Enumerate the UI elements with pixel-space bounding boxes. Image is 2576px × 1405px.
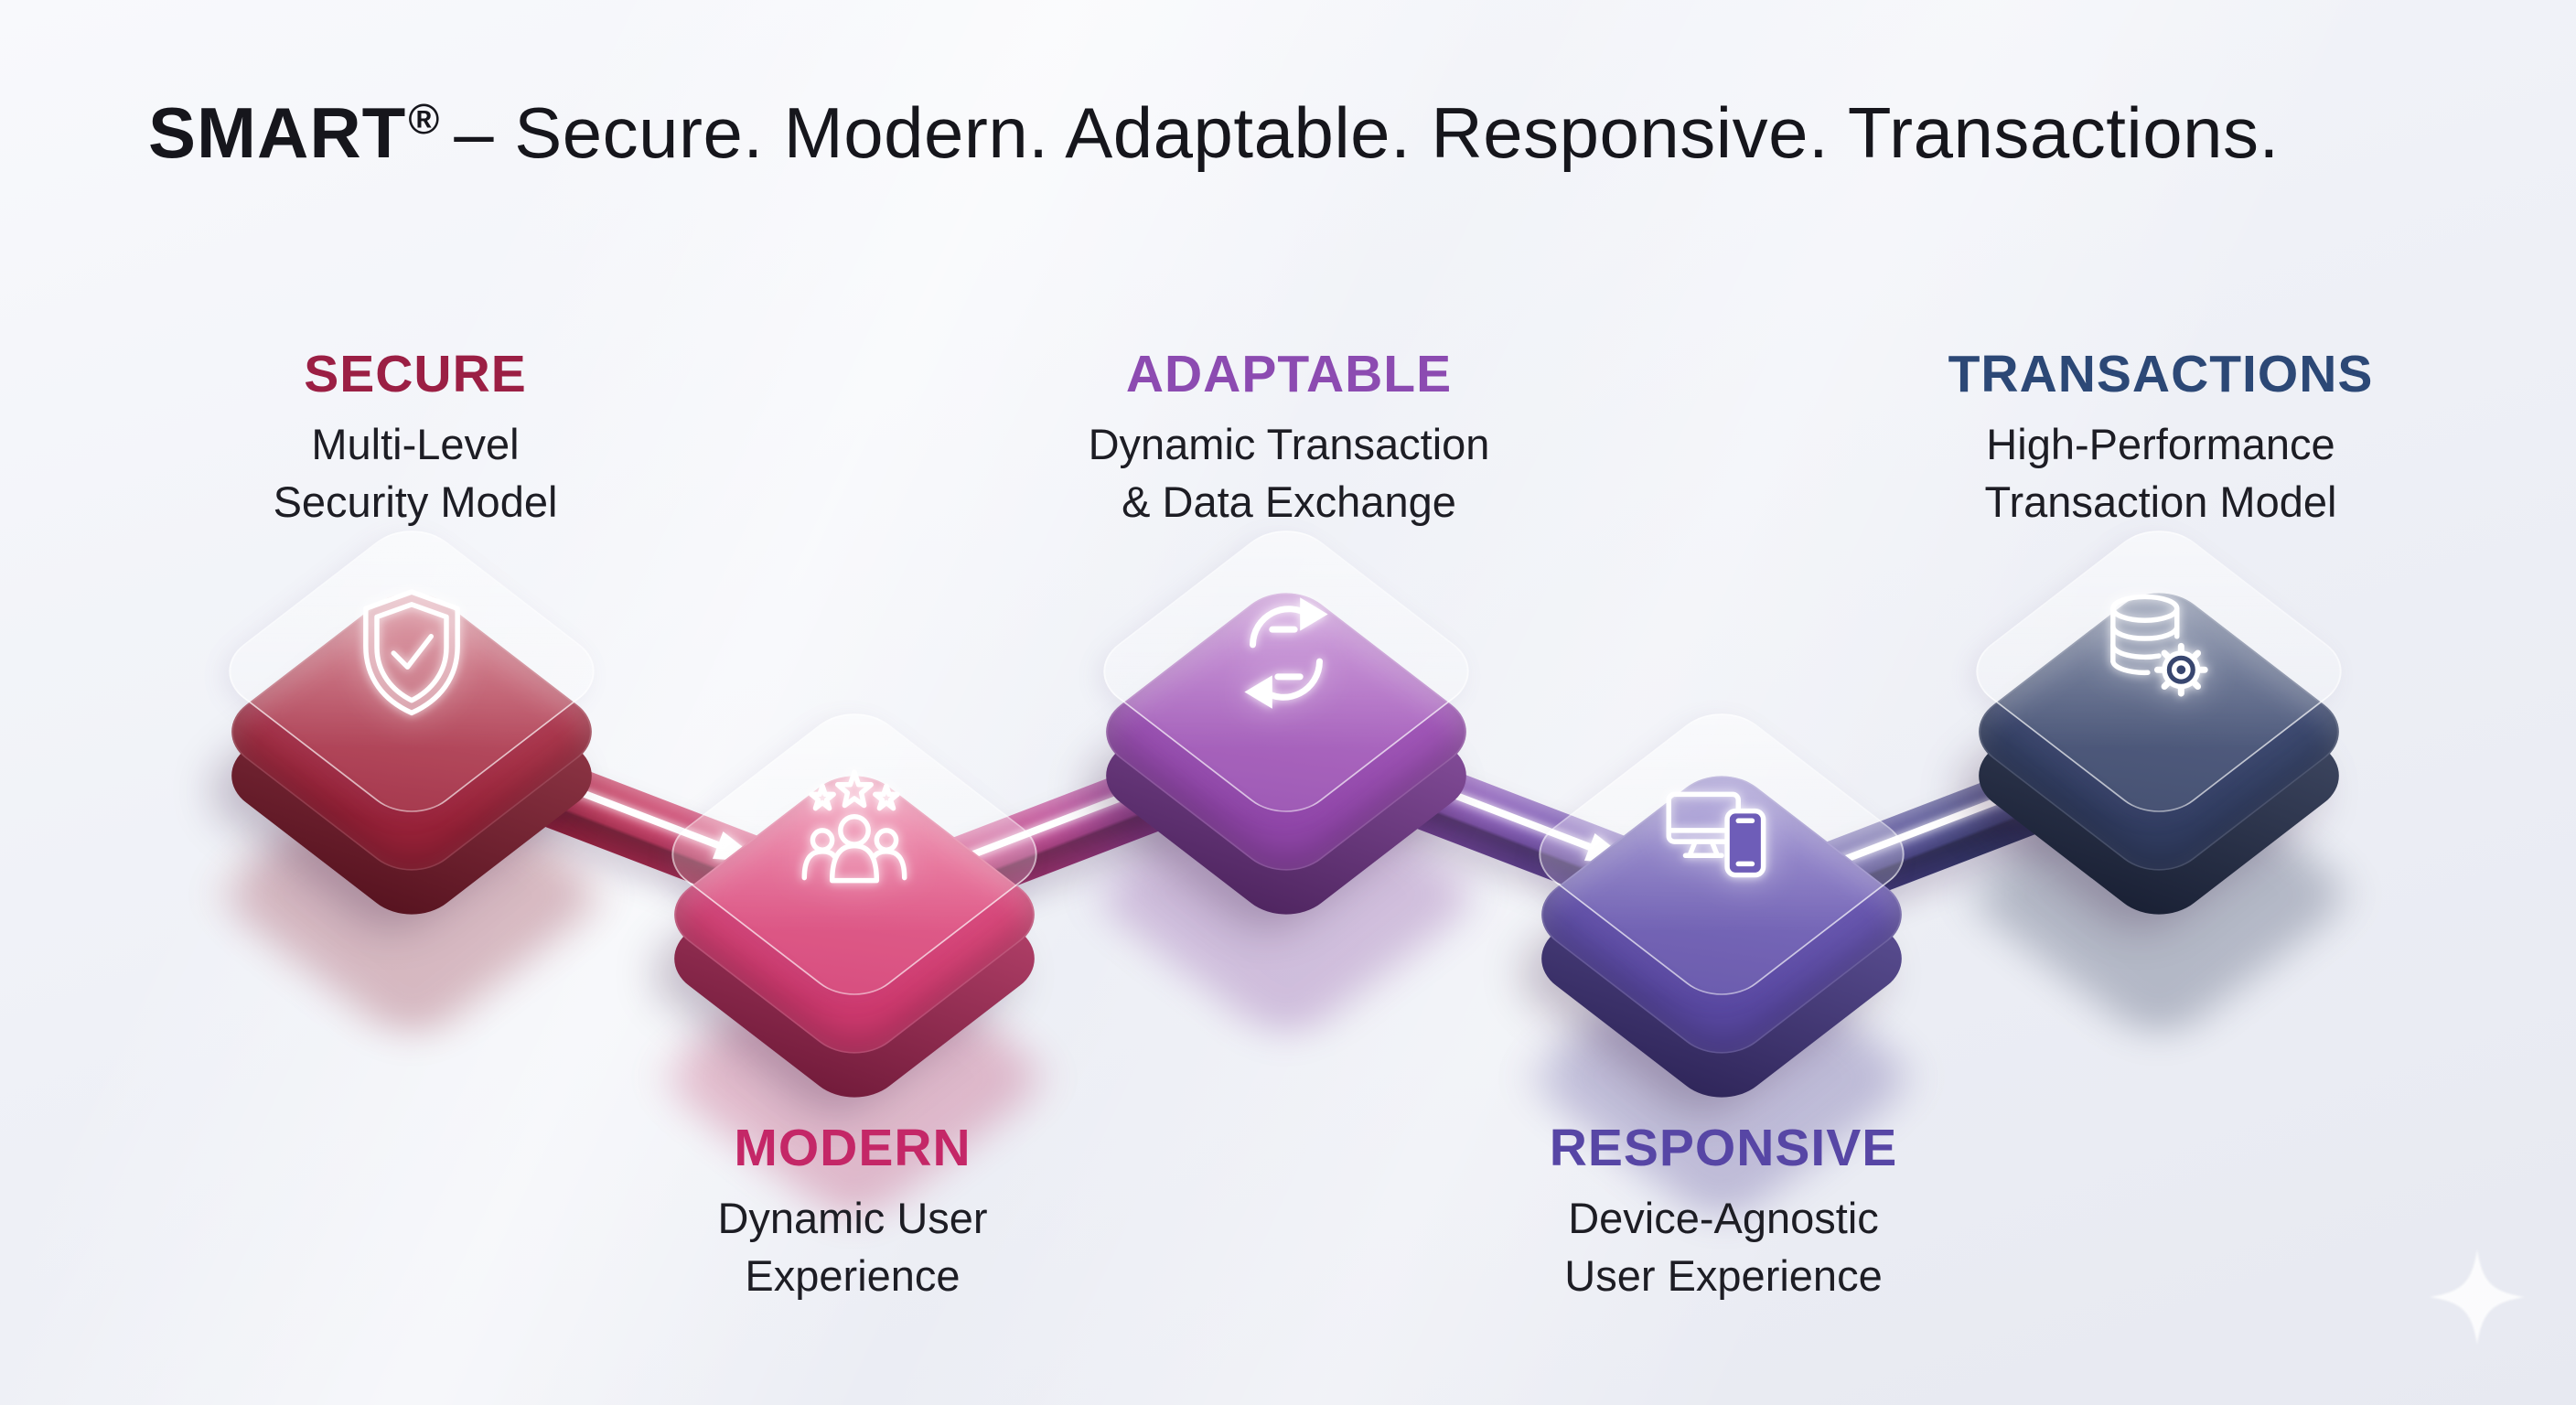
label-subtitle: High-Performance Transaction Model bbox=[1948, 415, 2374, 531]
registered-mark: ® bbox=[408, 95, 440, 143]
page-title: SMART® – Secure. Modern. Adaptable. Respo… bbox=[148, 91, 2280, 175]
title-tagline: – Secure. Modern. Adaptable. Responsive.… bbox=[454, 92, 2280, 173]
shield-check-icon bbox=[342, 584, 481, 723]
team-stars-icon bbox=[785, 767, 924, 906]
label-responsive: RESPONSIVE Device-Agnostic User Experien… bbox=[1550, 1118, 1898, 1304]
label-heading: MODERN bbox=[734, 1119, 971, 1177]
label-subtitle-line2: Experience bbox=[745, 1251, 961, 1300]
label-subtitle-line1: Dynamic User bbox=[717, 1194, 988, 1242]
label-heading: ADAPTABLE bbox=[1125, 345, 1453, 403]
label-heading: TRANSACTIONS bbox=[1948, 345, 2374, 403]
label-subtitle-line2: Transaction Model bbox=[1984, 477, 2337, 526]
label-subtitle: Multi-Level Security Model bbox=[274, 415, 558, 531]
sparkle-icon bbox=[2430, 1249, 2525, 1345]
label-subtitle: Device-Agnostic User Experience bbox=[1550, 1189, 1898, 1304]
label-heading: RESPONSIVE bbox=[1549, 1119, 1898, 1177]
label-transactions: TRANSACTIONS High-Performance Transactio… bbox=[1948, 344, 2374, 531]
sync-arrows-icon bbox=[1217, 584, 1356, 723]
label-subtitle: Dynamic Transaction & Data Exchange bbox=[1089, 415, 1490, 531]
label-secure: SECURE Multi-Level Security Model bbox=[274, 344, 558, 531]
label-subtitle-line2: User Experience bbox=[1564, 1251, 1883, 1300]
database-gear-icon bbox=[2089, 584, 2228, 723]
label-subtitle-line1: Multi-Level bbox=[311, 420, 520, 468]
label-subtitle-line2: Security Model bbox=[273, 477, 558, 526]
devices-icon bbox=[1652, 767, 1791, 906]
label-subtitle-line1: Dynamic Transaction bbox=[1088, 420, 1490, 468]
brand-name: SMART bbox=[148, 92, 407, 173]
label-modern: MODERN Dynamic User Experience bbox=[717, 1118, 987, 1304]
label-adaptable: ADAPTABLE Dynamic Transaction & Data Exc… bbox=[1089, 344, 1490, 531]
label-subtitle-line2: & Data Exchange bbox=[1122, 477, 1456, 526]
label-subtitle-line1: High-Performance bbox=[1986, 420, 2335, 468]
label-heading: SECURE bbox=[304, 345, 527, 403]
label-subtitle-line1: Device-Agnostic bbox=[1568, 1194, 1879, 1242]
label-subtitle: Dynamic User Experience bbox=[717, 1189, 987, 1304]
